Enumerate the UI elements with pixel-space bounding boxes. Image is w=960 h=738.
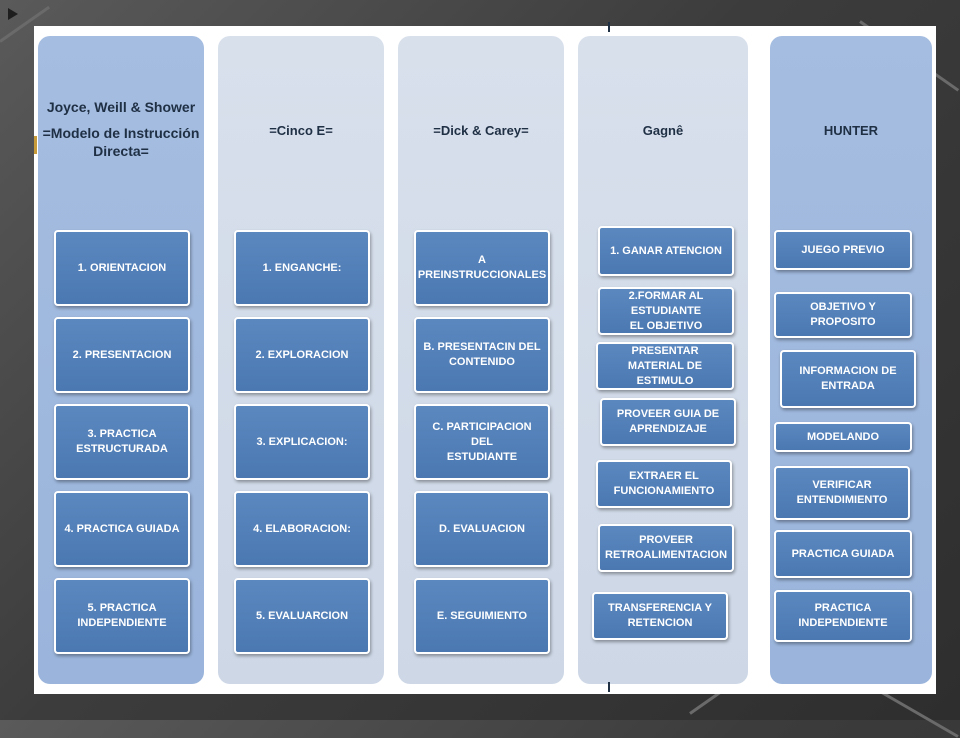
column-title: =Dick & Carey= — [398, 122, 564, 140]
column-title: HUNTER — [770, 122, 932, 140]
column-title: =Cinco E= — [218, 122, 384, 140]
column-dick-carey: =Dick & Carey= A PREINSTRUCCIONALES B. P… — [398, 36, 564, 684]
step-box: D. EVALUACION — [414, 491, 550, 567]
bullet-arrow-icon — [8, 8, 18, 20]
title-line: Gagnê — [642, 123, 684, 138]
column-hunter: HUNTER JUEGO PREVIO OBJETIVO Y PROPOSITO… — [770, 36, 932, 684]
column-title: Gagnê — [578, 122, 748, 140]
step-box: 4. ELABORACION: — [234, 491, 370, 567]
title-line: Joyce, Weill & Shower — [46, 99, 196, 115]
step-box: PRACTICA INDEPENDIENTE — [774, 590, 912, 642]
column-cinco-e: =Cinco E= 1. ENGANCHE: 2. EXPLORACION 3.… — [218, 36, 384, 684]
title-line: Directa= — [93, 143, 149, 159]
background-stripe — [879, 690, 959, 738]
title-line: =Dick & Carey= — [433, 123, 529, 138]
title-line: HUNTER — [823, 123, 879, 138]
step-box: 1. GANAR ATENCION — [598, 226, 734, 276]
step-box: 5. EVALUARCION — [234, 578, 370, 654]
step-box: VERIFICAR ENTENDIMIENTO — [774, 466, 910, 520]
step-box: 4. PRACTICA GUIADA — [54, 491, 190, 567]
step-box: TRANSFERENCIA Y RETENCION — [592, 592, 728, 640]
tick-mark — [608, 682, 610, 692]
column-gagne: Gagnê 1. GANAR ATENCION 2.FORMAR AL ESTU… — [578, 36, 748, 684]
step-box: E. SEGUIMIENTO — [414, 578, 550, 654]
step-box: A PREINSTRUCCIONALES — [414, 230, 550, 306]
step-box: INFORMACION DE ENTRADA — [780, 350, 916, 408]
title-line: =Cinco E= — [269, 123, 333, 138]
column-joyce-weill-shower: Joyce, Weill & Shower =Modelo de Instruc… — [38, 36, 204, 684]
step-box: EXTRAER EL FUNCIONAMIENTO — [596, 460, 732, 508]
tick-mark — [608, 22, 610, 32]
step-box: 1. ORIENTACION — [54, 230, 190, 306]
step-box: JUEGO PREVIO — [774, 230, 912, 270]
step-box: 5. PRACTICA INDEPENDIENTE — [54, 578, 190, 654]
step-box: PRACTICA GUIADA — [774, 530, 912, 578]
step-box: 2.FORMAR AL ESTUDIANTE EL OBJETIVO — [598, 287, 734, 335]
step-box: 2. PRESENTACION — [54, 317, 190, 393]
title-line: =Modelo de Instrucción — [42, 125, 200, 141]
step-box: MODELANDO — [774, 422, 912, 452]
step-box: PRESENTAR MATERIAL DE ESTIMULO — [596, 342, 734, 390]
step-box: 2. EXPLORACION — [234, 317, 370, 393]
column-title: Joyce, Weill & Shower =Modelo de Instruc… — [38, 98, 204, 160]
step-box: 3. EXPLICACION: — [234, 404, 370, 480]
step-box: PROVEER GUIA DE APRENDIZAJE — [600, 398, 736, 446]
step-box: 3. PRACTICA ESTRUCTURADA — [54, 404, 190, 480]
step-box: PROVEER RETROALIMENTACION — [598, 524, 734, 572]
step-box: 1. ENGANCHE: — [234, 230, 370, 306]
diagram-panel: Joyce, Weill & Shower =Modelo de Instruc… — [34, 22, 936, 694]
tick-mark — [34, 136, 37, 154]
step-box: B. PRESENTACIN DEL CONTENIDO — [414, 317, 550, 393]
step-box: OBJETIVO Y PROPOSITO — [774, 292, 912, 338]
step-box: C. PARTICIPACION DEL ESTUDIANTE — [414, 404, 550, 480]
